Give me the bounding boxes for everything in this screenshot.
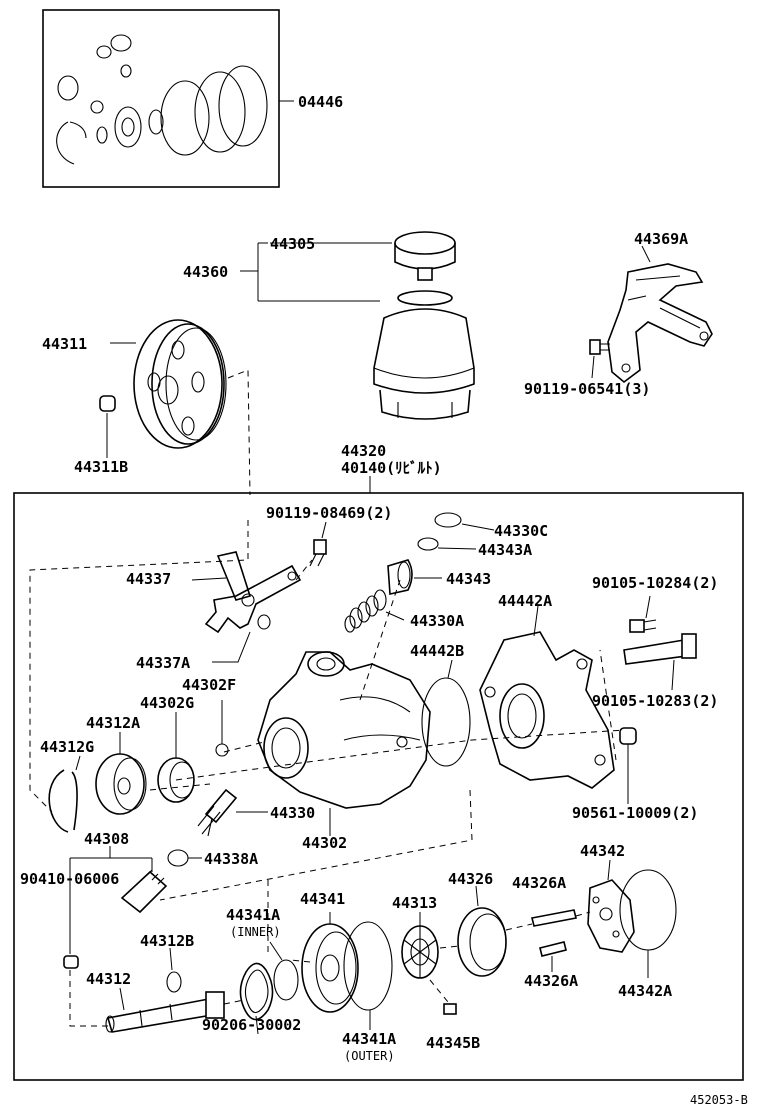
label-44343: 44343 (446, 570, 491, 588)
label-44342: 44342 (580, 842, 625, 860)
dashed-assembly-lines (29, 520, 625, 1027)
pump-body-44302 (257, 651, 431, 836)
label-44302F: 44302F (182, 676, 236, 694)
label-44330A: 44330A (410, 612, 464, 630)
plug-90410-06006 (63, 858, 79, 969)
bracket-bolt (589, 339, 610, 355)
label-90561-10009: 90561-10009(2) (572, 804, 698, 822)
label-44326: 44326 (448, 870, 493, 888)
gasket-kit-parts (56, 34, 268, 165)
pulley-nut (99, 395, 116, 412)
valve-44330 (197, 788, 268, 837)
bearing-44312A (95, 732, 147, 815)
label-90119-08469: 90119-08469(2) (266, 504, 392, 522)
bolt-90105-10283 (623, 633, 697, 691)
bushing-44302G (157, 712, 195, 803)
gasket-kit-group: 04446 (42, 9, 343, 188)
gasket-44442B (421, 659, 471, 767)
label-90119-06541: 90119-06541(3) (524, 380, 650, 398)
fitting-44308 (70, 846, 168, 914)
label-44320: 44320 (341, 442, 386, 460)
pulley-part (133, 319, 227, 449)
shaft-44312 (105, 987, 225, 1033)
housing-44442A (479, 605, 615, 789)
pump-assembly-header: 44320 40140(ﾘﾋﾞﾙﾄ) (341, 442, 442, 493)
label-44337: 44337 (126, 570, 171, 588)
rotor-44313 (401, 912, 439, 979)
label-90410-06006: 90410-06006 (20, 870, 119, 888)
label-90206-30002: 90206-30002 (202, 1016, 301, 1034)
label-44312G: 44312G (40, 738, 94, 756)
label-44311: 44311 (42, 335, 87, 353)
spring-44330A (344, 589, 405, 633)
label-44341A-inner-note: (INNER) (230, 925, 281, 939)
plate-44342 (587, 859, 635, 953)
oring-44338A (167, 849, 202, 867)
label-44326A-top: 44326A (512, 874, 566, 892)
label-44341A-inner: 44341A (226, 906, 280, 924)
snap-ring-44312B (166, 947, 182, 993)
bracket-group: 44369A 90119-06541(3) (524, 230, 713, 398)
reservoir-tank (373, 290, 475, 420)
label-44302G: 44302G (140, 694, 194, 712)
label-40140: 40140(ﾘﾋﾞﾙﾄ) (341, 459, 442, 477)
reservoir-cap (394, 231, 456, 281)
label-44343A: 44343A (478, 541, 532, 559)
label-44442A: 44442A (498, 592, 552, 610)
label-44308: 44308 (84, 830, 129, 848)
gasket-44342A (619, 869, 677, 978)
orings-top (417, 512, 495, 551)
vane-44345B (429, 979, 457, 1015)
oring-44341A-inner (269, 941, 299, 1001)
screw-90119-08469 (309, 521, 327, 567)
label-44313: 44313 (392, 894, 437, 912)
label-44312: 44312 (86, 970, 131, 988)
label-44338A: 44338A (204, 850, 258, 868)
plate-44341 (301, 912, 393, 1030)
label-44341A-outer: 44341A (342, 1030, 396, 1048)
bolt-90105-10284 (629, 595, 657, 633)
lever-44337 (191, 551, 302, 634)
label-44330C: 44330C (494, 522, 548, 540)
bushing-90561-10009 (619, 727, 637, 804)
pin-44326A-bottom (539, 941, 567, 972)
bracket-part (607, 263, 713, 384)
label-44369A: 44369A (634, 230, 688, 248)
label-44326A-bottom: 44326A (524, 972, 578, 990)
label-44341: 44341 (300, 890, 345, 908)
reservoir-group: 44305 44360 (183, 231, 475, 420)
label-44330: 44330 (270, 804, 315, 822)
pulley-group: 44311 44311B (42, 319, 227, 476)
label-44337A: 44337A (136, 654, 190, 672)
pump-assembly-frame (13, 492, 744, 1081)
small-seal-44302F (215, 700, 229, 757)
figure-id: 452053-B (690, 1093, 748, 1107)
label-44312A: 44312A (86, 714, 140, 732)
label-44305: 44305 (270, 235, 315, 253)
fitting-44343 (387, 559, 442, 595)
label-44345B: 44345B (426, 1034, 480, 1052)
seal-90206-30002 (239, 962, 274, 1035)
label-44311B: 44311B (74, 458, 128, 476)
gasket-kit-box (42, 9, 280, 188)
pin-44326A-top (531, 909, 577, 927)
label-90105-10283: 90105-10283(2) (592, 692, 718, 710)
label-44360: 44360 (183, 263, 228, 281)
snap-ring-44312G (48, 755, 81, 833)
label-44302: 44302 (302, 834, 347, 852)
label-44342A: 44342A (618, 982, 672, 1000)
label-44341A-outer-note: (OUTER) (344, 1049, 395, 1063)
label-44442B: 44442B (410, 642, 464, 660)
label-04446: 04446 (298, 93, 343, 111)
label-44312B: 44312B (140, 932, 194, 950)
label-90105-10284: 90105-10284(2) (592, 574, 718, 592)
cam-ring-44326 (457, 885, 507, 977)
